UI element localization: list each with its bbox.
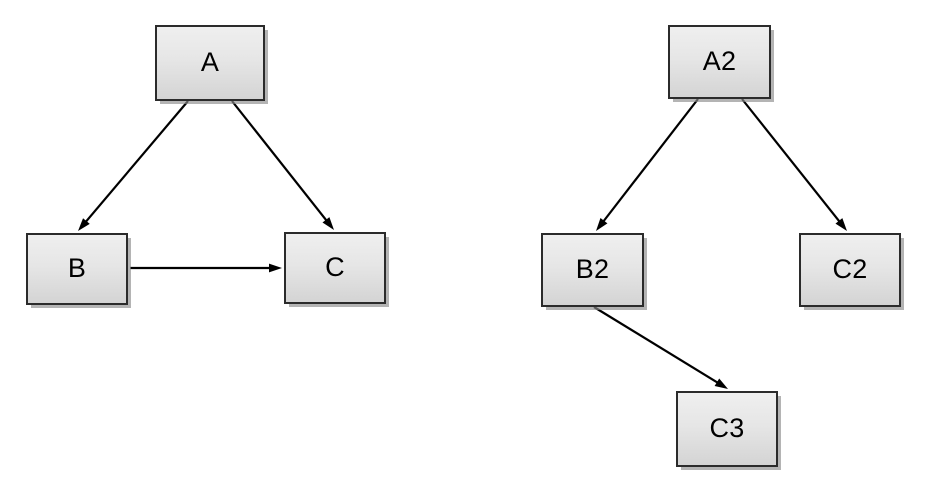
node-label: A2 (702, 45, 737, 76)
arrowhead-icon (835, 218, 847, 231)
edge-a-to-b (78, 100, 189, 231)
edge-b2-to-c3 (593, 306, 728, 389)
edge-a-to-c (231, 100, 334, 230)
node-label: C (325, 251, 345, 282)
arrowhead-icon (269, 263, 282, 273)
node-a[interactable]: A (155, 25, 265, 101)
node-label: C2 (832, 253, 868, 284)
arrowhead-icon (596, 218, 608, 231)
node-label: A (200, 46, 220, 77)
arrowhead-icon (322, 217, 334, 230)
node-c[interactable]: C (284, 232, 386, 304)
node-label: B2 (575, 253, 610, 284)
edge-line (741, 98, 845, 228)
node-c2[interactable]: C2 (799, 233, 901, 307)
node-label: B (67, 252, 87, 283)
edge-b-to-c (130, 263, 282, 273)
node-b2[interactable]: B2 (541, 233, 644, 307)
arrowhead-icon (78, 218, 90, 231)
edge-a2-to-b2 (596, 98, 699, 231)
node-b[interactable]: B (26, 233, 128, 305)
node-a2[interactable]: A2 (668, 25, 771, 99)
edge-line (598, 98, 699, 228)
arrowhead-icon (714, 378, 728, 389)
node-label: C3 (709, 412, 745, 443)
edge-line (593, 306, 724, 387)
node-c3[interactable]: C3 (676, 391, 778, 467)
edge-line (231, 100, 332, 227)
edge-a2-to-c2 (741, 98, 847, 231)
edge-line (80, 100, 189, 228)
